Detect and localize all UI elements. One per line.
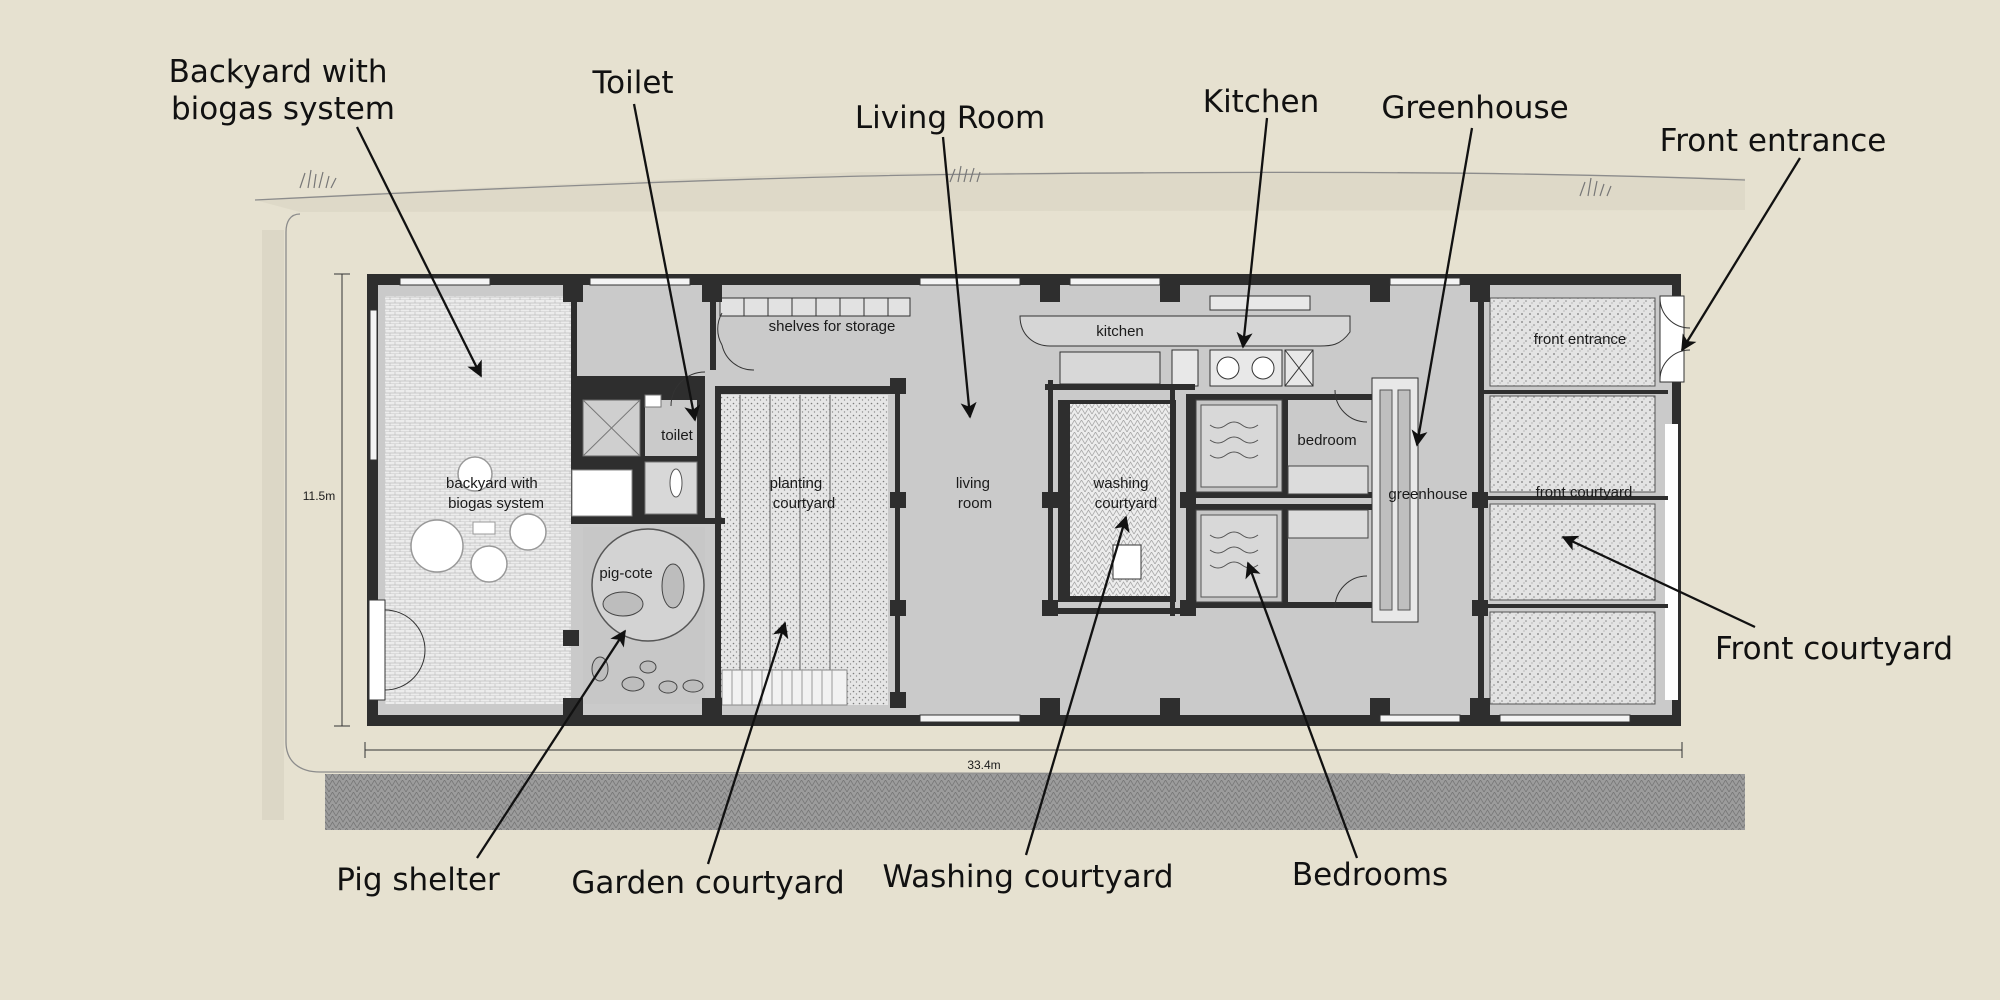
- room-label-front-courtyard: front courtyard: [1536, 484, 1633, 501]
- room-label-pig-cote: pig-cote: [599, 565, 652, 582]
- arrow-front-entrance: [1681, 157, 1801, 352]
- front-courtyard-area: [1489, 295, 1691, 705]
- callout-labels: Backyard with biogas system Toilet Livin…: [169, 54, 1953, 901]
- room-label-shelves: shelves for storage: [769, 318, 896, 335]
- callout-garden-courtyard: Garden courtyard: [571, 865, 844, 901]
- planting-courtyard-area: [720, 395, 888, 706]
- biogas-tank: [470, 545, 508, 583]
- callout-toilet: Toilet: [591, 65, 673, 101]
- room-labels: shelves for storage kitchen front entran…: [446, 318, 1632, 582]
- arrow-front-courtyard: [1561, 535, 1756, 629]
- room-label-backyard: backyard with biogas system: [446, 475, 544, 512]
- room-label-front-entrance: front entrance: [1534, 331, 1627, 348]
- callout-pig-shelter: Pig shelter: [336, 862, 500, 898]
- arrow-pig-shelter: [476, 629, 626, 859]
- dimension-lines: [334, 273, 1683, 758]
- callout-living-room: Living Room: [855, 100, 1045, 136]
- callout-backyard: Backyard with biogas system: [169, 54, 398, 127]
- callout-front-courtyard: Front courtyard: [1715, 631, 1953, 667]
- room-label-toilet: toilet: [661, 427, 694, 444]
- callout-bedrooms: Bedrooms: [1292, 857, 1448, 893]
- pig-cote-area: [583, 527, 705, 704]
- callout-washing-courtyard: Washing courtyard: [882, 859, 1173, 895]
- arrow-toilet: [632, 103, 701, 422]
- bedroom-area: [1186, 389, 1396, 609]
- washing-courtyard-area: [1058, 400, 1176, 602]
- arrow-kitchen: [1236, 117, 1269, 349]
- kitchen-area: [1019, 295, 1351, 387]
- shrub-marks: [299, 165, 1612, 197]
- shelves-storage: [717, 297, 911, 371]
- room-label-kitchen: kitchen: [1096, 323, 1144, 340]
- arrow-living-room: [941, 136, 977, 419]
- callout-front-entrance: Front entrance: [1660, 123, 1887, 159]
- room-label-living: living room: [956, 475, 994, 512]
- back-door: [368, 599, 426, 701]
- toilet-block: [571, 371, 706, 518]
- arrow-garden-courtyard: [706, 621, 789, 865]
- callout-kitchen: Kitchen: [1203, 84, 1320, 120]
- dimension-height: 11.5m: [303, 489, 335, 503]
- arrow-greenhouse: [1411, 127, 1474, 447]
- room-label-greenhouse: greenhouse: [1388, 486, 1467, 503]
- arrow-washing-courtyard: [1024, 515, 1130, 856]
- columns: [563, 284, 1490, 716]
- callout-arrows: [355, 103, 1801, 865]
- arrow-bedrooms: [1245, 561, 1359, 859]
- room-label-bedroom: bedroom: [1297, 432, 1356, 449]
- biogas-tank: [410, 519, 464, 573]
- windows: [369, 277, 1631, 723]
- room-label-washing: washing courtyard: [1092, 475, 1157, 512]
- biogas-tank: [457, 456, 493, 492]
- callout-greenhouse: Greenhouse: [1381, 90, 1568, 126]
- arrow-backyard: [355, 126, 483, 378]
- biogas-tank: [509, 513, 547, 551]
- room-label-planting: planting courtyard: [770, 475, 836, 512]
- dimension-width: 33.4m: [967, 758, 1000, 772]
- greenhouse-area: [1371, 377, 1419, 623]
